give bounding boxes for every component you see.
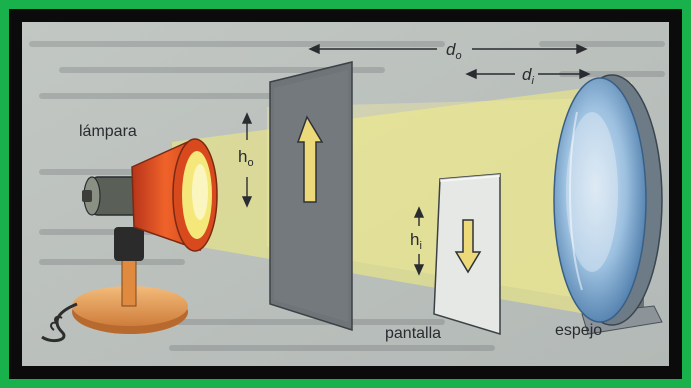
optics-diagram: do di [22,22,669,366]
mirror-label: espejo [555,322,602,339]
screen-panel-icon [434,174,500,334]
lamp-label: lámpara [79,123,137,140]
object-panel-icon [270,62,352,330]
screen-label: pantalla [385,325,441,342]
diagram-canvas: do di [22,22,669,366]
